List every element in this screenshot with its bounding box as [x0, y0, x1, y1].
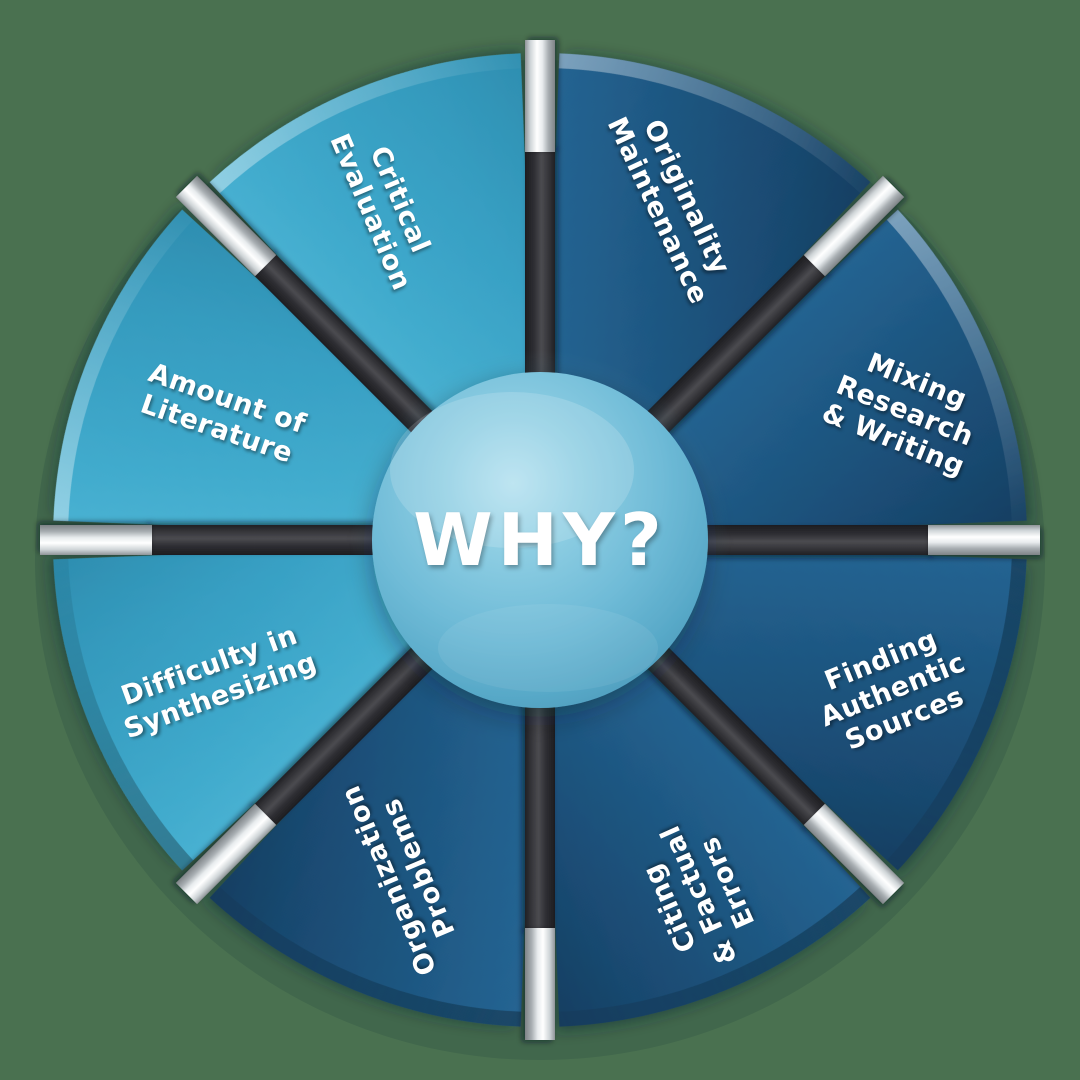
hub-label: WHY?: [413, 498, 667, 582]
center-hub[interactable]: [350, 350, 730, 730]
